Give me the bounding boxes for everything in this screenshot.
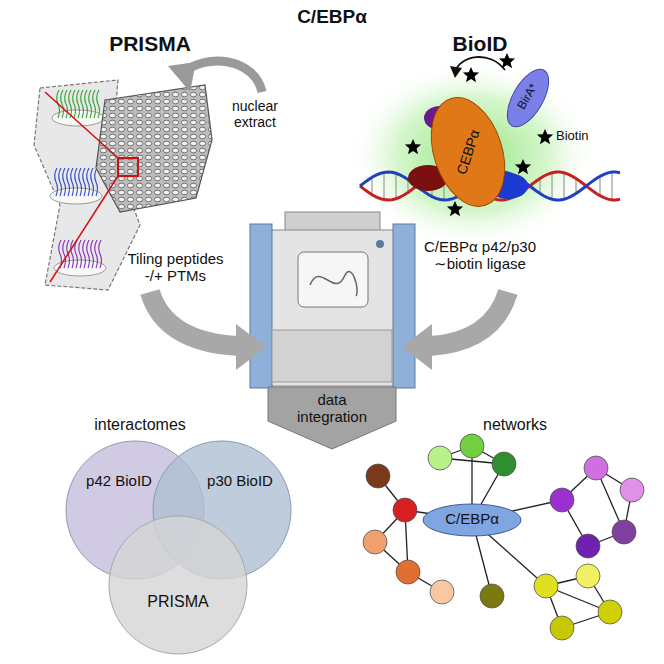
peptide-strand bbox=[83, 240, 86, 268]
hub-node-shape bbox=[423, 504, 521, 536]
network-node bbox=[363, 530, 387, 554]
peptide-strand bbox=[79, 168, 82, 196]
venn-circle-shape bbox=[109, 516, 247, 654]
base-pair bbox=[395, 173, 396, 198]
base-pair bbox=[599, 176, 600, 195]
caption-text: C/EBPα p42/p30 ∼biotin ligase bbox=[405, 238, 555, 273]
section-label: interactomes bbox=[80, 416, 200, 434]
peptide-strand bbox=[95, 168, 98, 196]
caption-text: Tiling peptides -/+ PTMs bbox=[118, 250, 233, 285]
peptide-strand bbox=[85, 90, 88, 118]
peptide-strand bbox=[91, 168, 94, 196]
node-text: C/EBPα bbox=[422, 510, 522, 527]
peptide-strand bbox=[99, 240, 102, 268]
network-node bbox=[620, 478, 644, 502]
network-node bbox=[428, 446, 452, 470]
peptide-array bbox=[96, 85, 212, 212]
diagram-title: C/EBPα bbox=[232, 6, 432, 28]
node-text: p42 BioID bbox=[77, 472, 161, 489]
node-text: PRISMA bbox=[128, 593, 228, 611]
peptide-strand bbox=[81, 90, 84, 118]
network-node bbox=[430, 580, 454, 604]
network-node bbox=[480, 584, 504, 608]
bira-ligase bbox=[499, 63, 557, 133]
node-text: p30 BioID bbox=[198, 472, 282, 489]
hub-node: C/EBPα bbox=[422, 503, 522, 537]
biotin-glow bbox=[347, 60, 597, 250]
network-node bbox=[393, 498, 417, 522]
peptide-strand bbox=[75, 168, 78, 196]
network-node bbox=[492, 452, 516, 476]
peptide-strand bbox=[97, 90, 100, 118]
network-node bbox=[366, 464, 390, 488]
peptide-strand bbox=[93, 90, 96, 118]
peptide-strand bbox=[63, 168, 66, 196]
network-node bbox=[576, 564, 600, 588]
section-label: networks bbox=[455, 416, 575, 434]
base-pair bbox=[575, 178, 576, 193]
peptide-strand bbox=[91, 240, 94, 268]
mass-spectrometer bbox=[262, 230, 402, 386]
annotation: nuclear extract bbox=[214, 98, 296, 130]
network-node bbox=[460, 434, 484, 458]
base-pair bbox=[539, 178, 540, 193]
venn-circle-outline bbox=[108, 515, 248, 655]
section-heading: PRISMA bbox=[80, 32, 220, 56]
venn-circle: PRISMA bbox=[108, 515, 248, 655]
peptide-strand bbox=[79, 240, 82, 268]
peptide-strand bbox=[65, 90, 68, 118]
peptide-strand bbox=[87, 240, 90, 268]
peptide-strand bbox=[61, 90, 64, 118]
legend-text: Biotin bbox=[556, 129, 616, 144]
process-arrow-shape bbox=[268, 387, 396, 449]
peptide-strand bbox=[63, 240, 66, 268]
cebpa-protein bbox=[418, 88, 517, 216]
zoom-box bbox=[118, 158, 138, 176]
peptide-strand bbox=[83, 168, 86, 196]
peptide-strand bbox=[71, 240, 74, 268]
peptide-strand bbox=[77, 90, 80, 118]
network-node bbox=[598, 600, 622, 624]
peptide-strand bbox=[59, 168, 62, 196]
peptide-strand bbox=[71, 168, 74, 196]
section-heading: BioID bbox=[410, 32, 550, 56]
base-pair bbox=[383, 172, 384, 199]
peptide-strand bbox=[55, 168, 58, 196]
peptide-strand bbox=[95, 240, 98, 268]
node-text: data integration bbox=[282, 391, 382, 426]
base-pair bbox=[611, 172, 612, 200]
peptide-strand bbox=[67, 168, 70, 196]
network-node bbox=[396, 560, 420, 584]
base-pair bbox=[371, 177, 372, 194]
network-node bbox=[550, 616, 574, 640]
process-arrow: data integration bbox=[268, 387, 396, 449]
peptide-strand bbox=[89, 90, 92, 118]
base-pair bbox=[563, 173, 564, 199]
network-node bbox=[534, 574, 558, 598]
network-node bbox=[576, 534, 600, 558]
peptide-strand bbox=[73, 90, 76, 118]
peptide-strand bbox=[87, 168, 90, 196]
base-pair bbox=[551, 173, 552, 199]
network-node bbox=[612, 520, 636, 544]
network-node bbox=[550, 488, 574, 512]
network-node bbox=[584, 456, 608, 480]
